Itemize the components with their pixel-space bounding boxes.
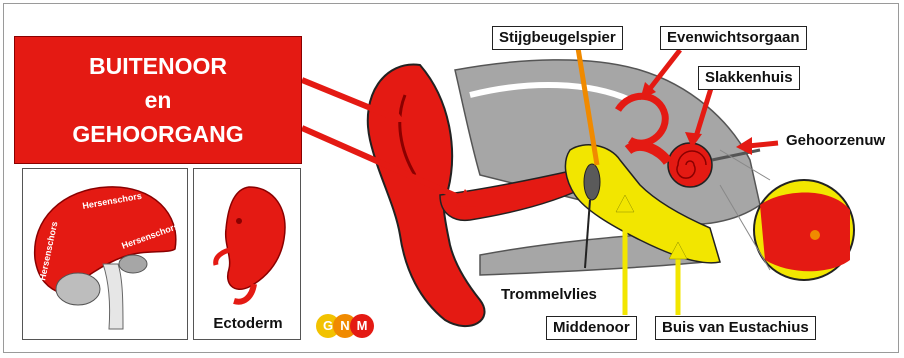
pointer-gehoorzenuw xyxy=(748,143,778,146)
inset-ossicle xyxy=(810,230,820,240)
inset-red-area xyxy=(760,193,850,272)
embryo-eye xyxy=(236,218,242,224)
label-stijgbeugelspier: Stijgbeugelspier xyxy=(492,26,623,50)
label-trommelvlies: Trommelvlies xyxy=(501,286,597,303)
label-gehoorzenuw: Gehoorzenuw xyxy=(786,132,885,149)
logo-letter-m: M xyxy=(350,314,374,338)
label-evenwichtsorgaan: Evenwichtsorgaan xyxy=(660,26,807,50)
midbrain xyxy=(119,255,147,273)
title-line-3: GEHOORGANG xyxy=(72,117,243,151)
brainstem xyxy=(103,264,123,329)
label-buis-van-eustachius: Buis van Eustachius xyxy=(655,316,816,340)
brain-illustration: Hersenschors Hersenschors Hersenschors xyxy=(23,169,189,341)
cerebellum xyxy=(56,273,100,305)
embryo-caption: Ectoderm xyxy=(194,315,302,332)
label-slakkenhuis: Slakkenhuis xyxy=(698,66,800,90)
gnm-logo: G N M xyxy=(316,314,376,340)
tympanic-membrane xyxy=(584,164,600,200)
embryo-body xyxy=(226,187,285,289)
brain-panel: Hersenschors Hersenschors Hersenschors xyxy=(22,168,188,340)
embryo-panel: Ectoderm xyxy=(193,168,301,340)
title-line-1: BUITENOOR xyxy=(89,49,227,83)
main-title-box: BUITENOOR en GEHOORGANG xyxy=(14,36,302,164)
title-line-2: en xyxy=(145,83,172,117)
label-middenoor: Middenoor xyxy=(546,316,637,340)
